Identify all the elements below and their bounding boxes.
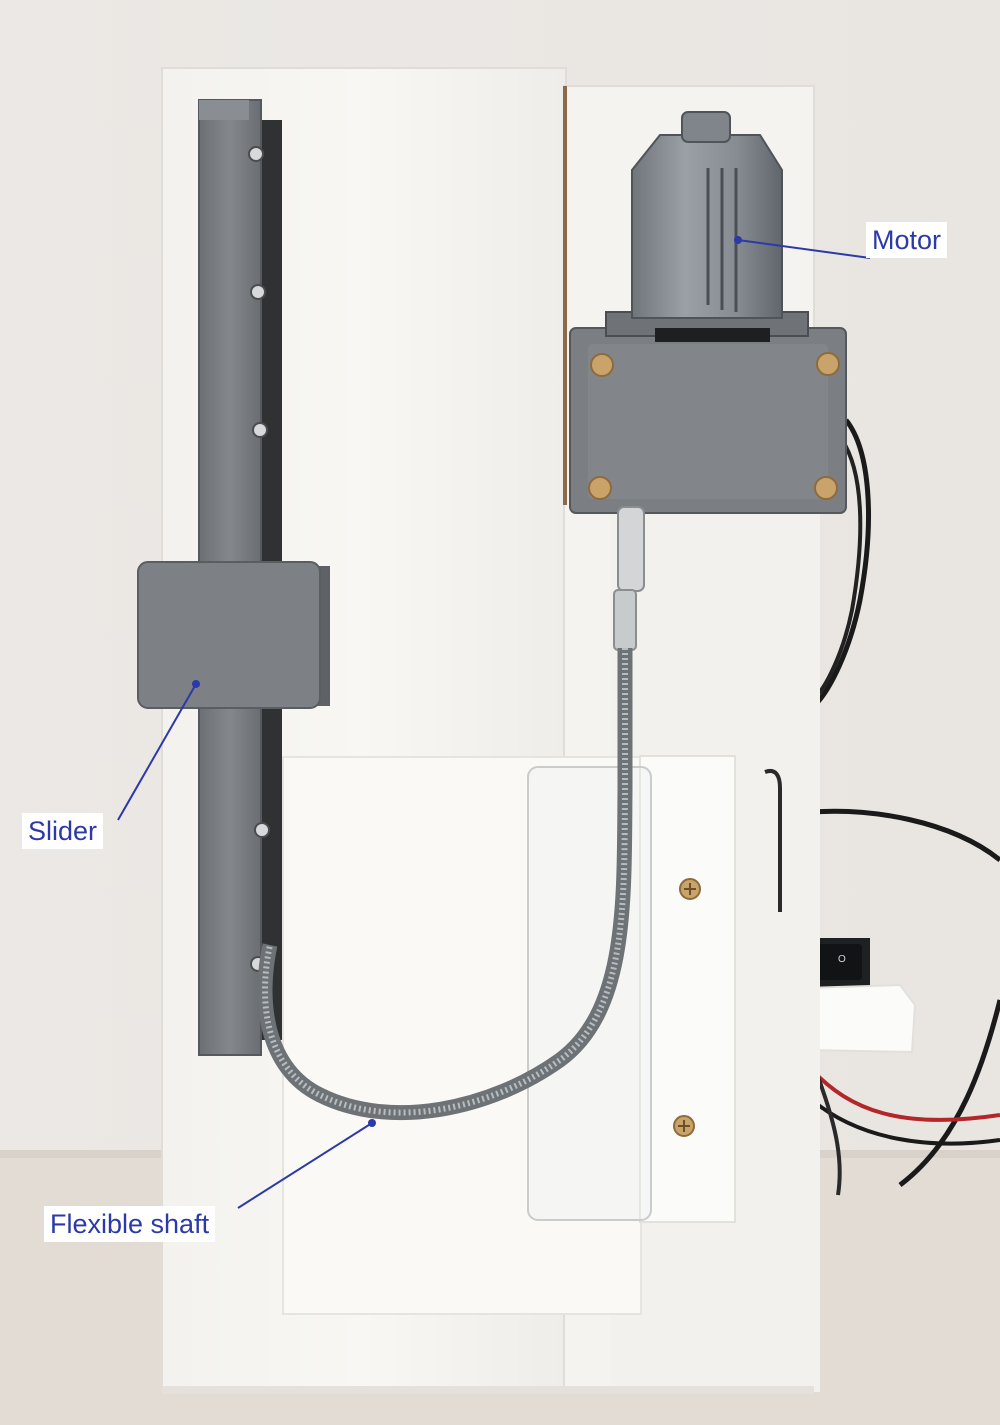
power-cable-right <box>898 999 1000 1187</box>
rail-screws <box>248 146 270 972</box>
wire-hook <box>764 769 782 912</box>
slider-block <box>137 561 321 709</box>
switch-mark-off: O <box>838 954 846 965</box>
bracket-screw-bottom <box>673 1115 695 1137</box>
motor-cable <box>813 418 871 707</box>
slider-label: Slider <box>22 813 104 849</box>
red-cable <box>810 1068 1000 1122</box>
motor-leader-line <box>737 239 871 259</box>
acrylic-cover <box>527 766 652 1221</box>
shaft-leader-line <box>237 1122 373 1209</box>
shaft-ferrule <box>613 589 637 651</box>
shaft-coupler <box>617 506 645 592</box>
rail-top-cap <box>199 100 249 120</box>
motor-cable-2 <box>810 438 863 702</box>
board-bottom-shadow <box>162 1386 814 1394</box>
motor-mount-face <box>588 344 828 499</box>
flexible-shaft-highlight <box>262 648 628 1116</box>
power-cable-top <box>811 808 1000 862</box>
flexible-shaft-label: Flexible shaft <box>44 1206 216 1242</box>
motor-flange-slot <box>655 328 770 342</box>
bracket-screw-top <box>679 878 701 900</box>
motor-screws <box>588 352 840 500</box>
slider-leader-line <box>117 683 197 821</box>
white-bracket <box>639 755 736 1223</box>
motor-label: Motor <box>866 222 948 258</box>
switch-shelf <box>804 983 917 1054</box>
motor-top-boss <box>681 111 731 143</box>
